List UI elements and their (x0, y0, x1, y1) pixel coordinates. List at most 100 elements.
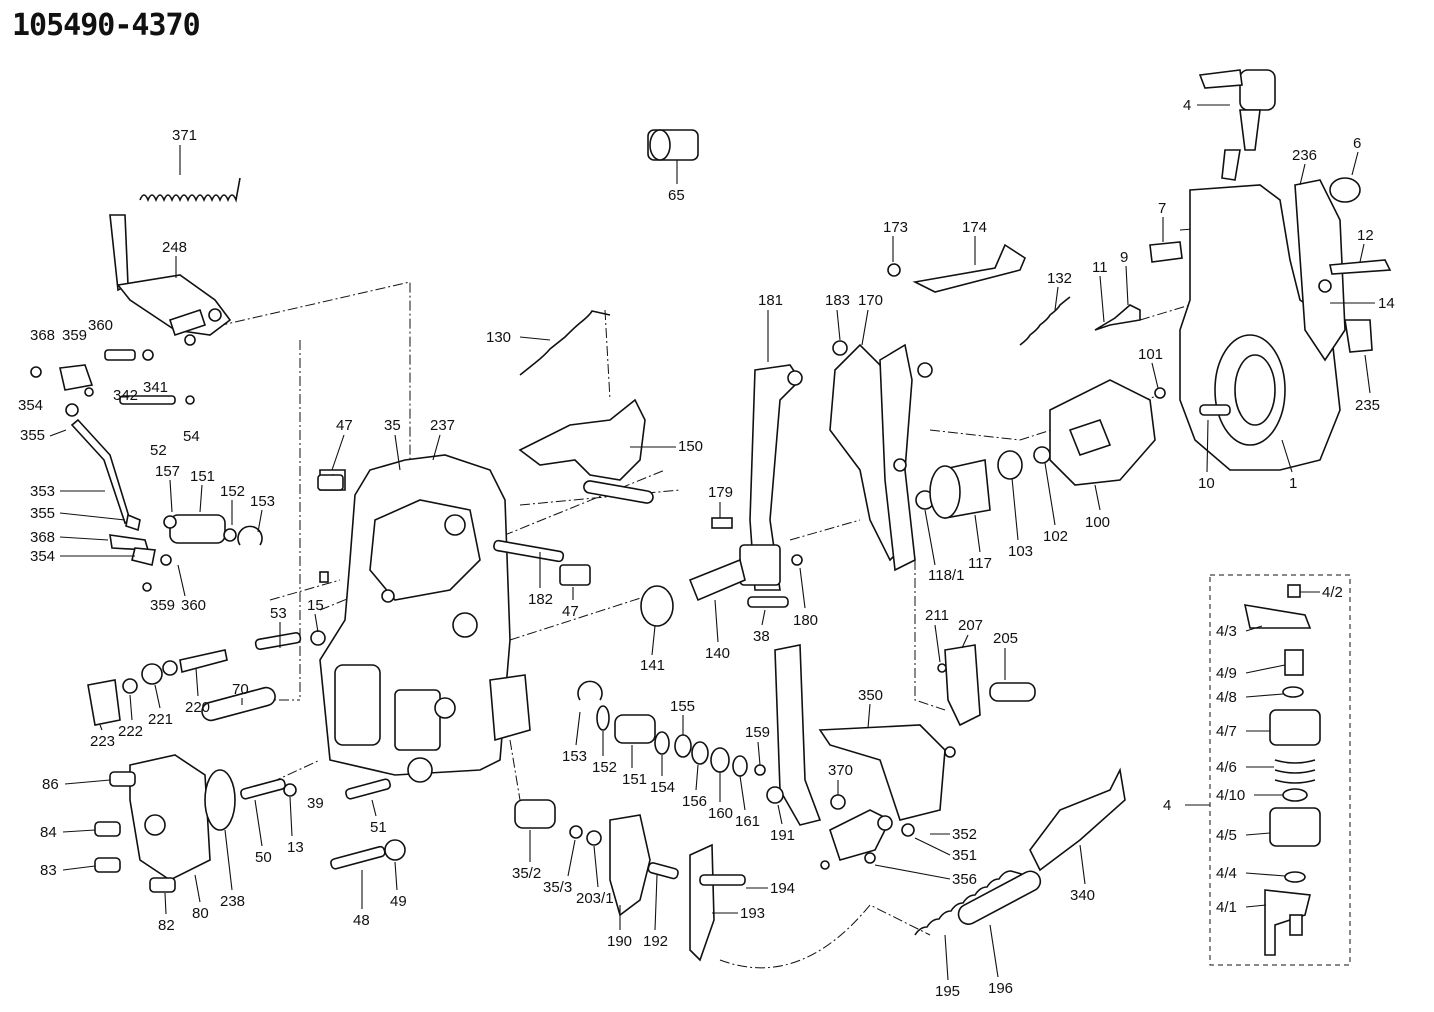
svg-text:154: 154 (650, 779, 675, 796)
svg-text:155: 155 (670, 698, 695, 715)
label-359b: 359 (150, 597, 175, 614)
label-360: 360 (88, 317, 113, 334)
svg-text:190: 190 (607, 933, 632, 950)
svg-text:360: 360 (181, 597, 206, 614)
label-342: 342 (113, 387, 138, 404)
label-151: 151 (190, 468, 215, 513)
svg-text:368: 368 (30, 327, 55, 344)
label-193: 193 (712, 905, 765, 922)
label-180: 180 (793, 567, 818, 629)
detail-box-4 (1185, 574, 1351, 966)
svg-text:351: 351 (952, 847, 977, 864)
svg-text:4/6: 4/6 (1216, 759, 1237, 776)
label-196: 196 (988, 924, 1013, 997)
svg-text:100: 100 (1085, 514, 1110, 531)
label-154: 154 (650, 755, 675, 796)
svg-text:35: 35 (384, 417, 401, 434)
label-359: 359 (62, 327, 87, 344)
svg-text:4: 4 (1183, 97, 1191, 114)
label-4-1: 4/1 (1216, 899, 1267, 916)
label-39: 39 (307, 795, 324, 812)
label-370: 370 (828, 762, 853, 795)
svg-text:153: 153 (250, 493, 275, 510)
label-152b: 152 (592, 731, 617, 776)
bracket-174 (887, 243, 1026, 293)
label-15: 15 (307, 597, 324, 633)
svg-text:191: 191 (770, 827, 795, 844)
part-labels: 371 248 368 359 360 342 341 354 355 52 5… (18, 97, 1395, 1000)
label-355: 355 (20, 427, 67, 444)
label-51: 51 (370, 799, 387, 836)
svg-text:35/3: 35/3 (543, 879, 572, 896)
label-192: 192 (643, 874, 668, 950)
svg-text:152: 152 (592, 759, 617, 776)
label-86: 86 (42, 776, 111, 793)
svg-text:7: 7 (1158, 200, 1166, 217)
label-155: 155 (670, 698, 695, 735)
svg-text:38: 38 (753, 628, 770, 645)
svg-text:354: 354 (18, 397, 43, 414)
label-101: 101 (1138, 346, 1163, 389)
svg-text:140: 140 (705, 645, 730, 662)
svg-text:49: 49 (390, 893, 407, 910)
label-35-3: 35/3 (543, 839, 576, 896)
svg-text:194: 194 (770, 880, 795, 897)
svg-text:117: 117 (968, 555, 992, 572)
svg-text:48: 48 (353, 912, 370, 929)
label-157: 157 (155, 463, 180, 513)
svg-text:152: 152 (220, 483, 245, 500)
svg-text:360: 360 (88, 317, 113, 334)
label-103: 103 (1008, 477, 1033, 560)
svg-text:355: 355 (30, 505, 55, 522)
label-181: 181 (758, 292, 783, 362)
svg-text:220: 220 (185, 699, 210, 716)
svg-text:359: 359 (62, 327, 87, 344)
svg-text:248: 248 (162, 239, 187, 256)
label-80: 80 (192, 874, 209, 922)
label-102: 102 (1043, 462, 1068, 545)
svg-text:236: 236 (1292, 147, 1317, 164)
svg-text:54: 54 (183, 428, 200, 445)
svg-text:65: 65 (668, 187, 685, 204)
svg-text:15: 15 (307, 597, 324, 614)
label-153: 153 (250, 493, 275, 533)
label-38: 38 (753, 609, 770, 645)
governor-housing (319, 454, 531, 783)
svg-text:47: 47 (562, 603, 579, 620)
label-190: 190 (607, 905, 632, 950)
label-35-2: 35/2 (512, 830, 541, 882)
label-236: 236 (1292, 147, 1317, 186)
svg-text:180: 180 (793, 612, 818, 629)
svg-text:82: 82 (158, 917, 175, 934)
label-352: 352 (930, 826, 977, 843)
label-207: 207 (958, 617, 983, 649)
label-13: 13 (287, 796, 304, 856)
svg-text:4/5: 4/5 (1216, 827, 1237, 844)
label-161: 161 (735, 775, 760, 830)
svg-text:207: 207 (958, 617, 983, 634)
label-4-2: 4/2 (1300, 584, 1343, 601)
label-205: 205 (993, 630, 1018, 680)
label-47b: 47 (562, 587, 579, 620)
svg-text:80: 80 (192, 905, 209, 922)
label-368: 368 (30, 327, 55, 344)
label-351: 351 (914, 837, 977, 864)
svg-text:238: 238 (220, 893, 245, 910)
label-100: 100 (1085, 484, 1110, 531)
svg-text:237: 237 (430, 417, 455, 434)
svg-text:235: 235 (1355, 397, 1380, 414)
svg-text:151: 151 (190, 468, 215, 485)
label-350: 350 (858, 687, 883, 729)
label-355b: 355 (30, 505, 126, 522)
label-47: 47 (331, 417, 353, 471)
label-211: 211 (925, 607, 949, 663)
label-179: 179 (708, 484, 733, 518)
label-353: 353 (30, 483, 105, 500)
label-341: 341 (143, 379, 168, 396)
svg-text:4/9: 4/9 (1216, 665, 1237, 682)
label-340: 340 (1070, 844, 1095, 904)
svg-text:181: 181 (758, 292, 783, 309)
svg-text:141: 141 (640, 657, 665, 674)
label-153b: 153 (562, 711, 587, 765)
svg-text:350: 350 (858, 687, 883, 704)
